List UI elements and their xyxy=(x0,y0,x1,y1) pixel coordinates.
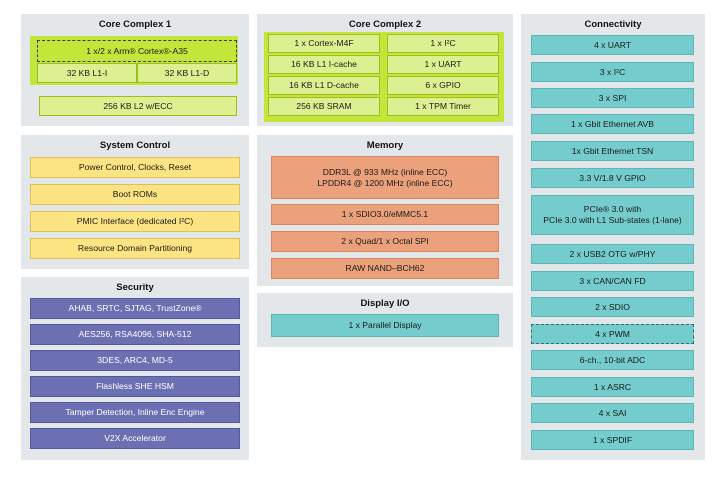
display-io-panel: Display I/O 1 x Parallel Display xyxy=(257,293,513,347)
l1d-cache: 32 KB L1-D xyxy=(137,63,237,83)
conn-pwm: 4 x PWM xyxy=(531,324,694,344)
conn-usb: 2 x USB2 OTG w/PHY xyxy=(531,244,694,264)
conn-gpio: 3.3 V/1.8 V GPIO xyxy=(531,168,694,188)
conn-ethernet-tsn: 1x Gbit Ethernet TSN xyxy=(531,141,694,161)
connectivity-title: Connectivity xyxy=(584,19,642,30)
conn-can: 3 x CAN/CAN FD xyxy=(531,271,694,291)
sysctl-power: Power Control, Clocks, Reset xyxy=(30,157,240,178)
system-control-title: System Control xyxy=(99,140,171,151)
conn-spdif: 1 x SPDIF xyxy=(531,430,694,450)
security-3des: 3DES, ARC4, MD-5 xyxy=(30,350,240,371)
conn-sdio: 2 x SDIO xyxy=(531,297,694,317)
core-complex-1-panel: Core Complex 1 1 x/2 x Arm® Cortex®-A35 … xyxy=(21,14,249,126)
conn-uart: 4 x UART xyxy=(531,35,694,55)
sysctl-boot-roms: Boot ROMs xyxy=(30,184,240,205)
conn-i2c: 3 x I²C xyxy=(531,62,694,82)
system-control-panel: System Control Power Control, Clocks, Re… xyxy=(21,135,249,269)
display-parallel: 1 x Parallel Display xyxy=(271,314,499,337)
conn-pcie: PCIe® 3.0 with PCIe 3.0 with L1 Sub-stat… xyxy=(531,195,694,235)
security-ahab: AHAB, SRTC, SJTAG, TrustZone® xyxy=(30,298,240,319)
core-complex-2-title: Core Complex 2 xyxy=(348,19,422,30)
l1i-cache: 32 KB L1-I xyxy=(37,63,137,83)
m4f-item-core: 1 x Cortex-M4F xyxy=(268,34,380,53)
memory-panel: Memory DDR3L @ 933 MHz (inline ECC) LPDD… xyxy=(257,135,513,286)
security-tamper: Tamper Detection, Inline Enc Engine xyxy=(30,402,240,423)
m4f-item-tpm: 1 x TPM Timer xyxy=(387,97,499,116)
memory-spi: 2 x Quad/1 x Octal SPI xyxy=(271,231,499,252)
m4f-item-gpio: 6 x GPIO xyxy=(387,76,499,95)
m4f-item-i2c: 1 x I²C xyxy=(387,34,499,53)
memory-nand: RAW NAND–BCH62 xyxy=(271,258,499,279)
security-title: Security xyxy=(116,282,154,293)
security-she-hsm: Flashless SHE HSM xyxy=(30,376,240,397)
m4f-item-icache: 16 KB L1 I-cache xyxy=(268,55,380,74)
memory-title: Memory xyxy=(366,140,404,151)
sysctl-rdp: Resource Domain Partitioning xyxy=(30,238,240,259)
display-io-title: Display I/O xyxy=(360,298,410,309)
sysctl-pmic: PMIC Interface (dedicated I²C) xyxy=(30,211,240,232)
conn-spi: 3 x SPI xyxy=(531,88,694,108)
conn-ethernet-avb: 1 x Gbit Ethernet AVB xyxy=(531,114,694,134)
m4f-item-dcache: 16 KB L1 D-cache xyxy=(268,76,380,95)
m4f-item-uart: 1 x UART xyxy=(387,55,499,74)
memory-sdio-emmc: 1 x SDIO3.0/eMMC5.1 xyxy=(271,204,499,225)
conn-sai: 4 x SAI xyxy=(531,403,694,423)
m4f-item-sram: 256 KB SRAM xyxy=(268,97,380,116)
security-panel: Security AHAB, SRTC, SJTAG, TrustZone® A… xyxy=(21,277,249,460)
security-aes: AES256, RSA4096, SHA-512 xyxy=(30,324,240,345)
connectivity-panel: Connectivity 4 x UART 3 x I²C 3 x SPI 1 … xyxy=(521,14,705,460)
conn-asrc: 1 x ASRC xyxy=(531,377,694,397)
conn-adc: 6-ch., 10-bit ADC xyxy=(531,350,694,370)
security-v2x: V2X Accelerator xyxy=(30,428,240,449)
cortex-a35-label: 1 x/2 x Arm® Cortex®-A35 xyxy=(37,40,237,62)
memory-ddr: DDR3L @ 933 MHz (inline ECC) LPDDR4 @ 12… xyxy=(271,156,499,199)
core-complex-2-panel: Core Complex 2 1 x Cortex-M4F 16 KB L1 I… xyxy=(257,14,513,126)
core-complex-1-title: Core Complex 1 xyxy=(98,19,172,30)
l2-cache: 256 KB L2 w/ECC xyxy=(39,96,237,116)
